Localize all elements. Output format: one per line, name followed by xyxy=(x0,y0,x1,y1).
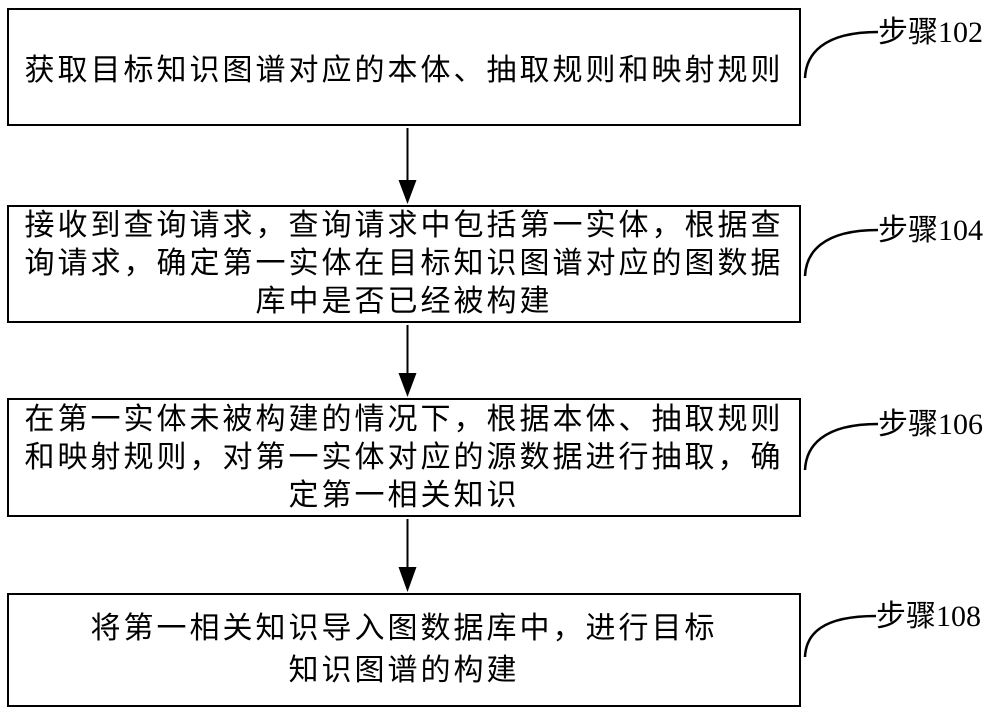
process-box-step-104: 接收到查询请求，查询请求中包括第一实体，根据查 询请求，确定第一实体在目标知识图… xyxy=(7,205,801,323)
leader-line-2 xyxy=(803,228,879,277)
process-box-step-102: 获取目标知识图谱对应的本体、抽取规则和映射规则 xyxy=(7,8,801,126)
step-label-102: 步骤102 xyxy=(878,16,983,49)
step-label-108: 步骤108 xyxy=(876,600,981,633)
leader-line-3 xyxy=(803,422,879,471)
process-box-text-line: 将第一相关知识导入图数据库中，进行目标 xyxy=(90,612,718,645)
step-label-104: 步骤104 xyxy=(878,214,983,247)
process-box-text-line: 接收到查询请求，查询请求中包括第一实体，根据查 xyxy=(24,209,784,242)
step-label-106: 步骤106 xyxy=(878,408,983,441)
down-arrow-3 xyxy=(398,519,417,592)
process-box-text-line: 在第一实体未被构建的情况下，根据本体、抽取规则 xyxy=(24,402,784,436)
process-box-text-line: 询请求，确定第一实体在目标知识图谱对应的图数据 xyxy=(24,247,784,280)
leader-line-1 xyxy=(803,30,879,79)
down-arrow-1 xyxy=(398,128,417,204)
process-box-text-line: 知识图谱的构建 xyxy=(288,654,520,687)
process-box-text-line: 和映射规则，对第一实体对应的源数据进行抽取，确 xyxy=(24,440,784,474)
process-box-step-106: 在第一实体未被构建的情况下，根据本体、抽取规则 和映射规则，对第一实体对应的源数… xyxy=(7,398,801,517)
process-box-step-108: 将第一相关知识导入图数据库中，进行目标 知识图谱的构建 xyxy=(7,593,801,707)
process-box-text-line: 库中是否已经被构建 xyxy=(255,285,553,318)
down-arrow-2 xyxy=(398,325,417,397)
process-box-text-line: 定第一相关知识 xyxy=(288,478,520,512)
process-box-text-line: 获取目标知识图谱对应的本体、抽取规则和映射规则 xyxy=(24,54,784,87)
leader-line-4 xyxy=(803,614,877,658)
